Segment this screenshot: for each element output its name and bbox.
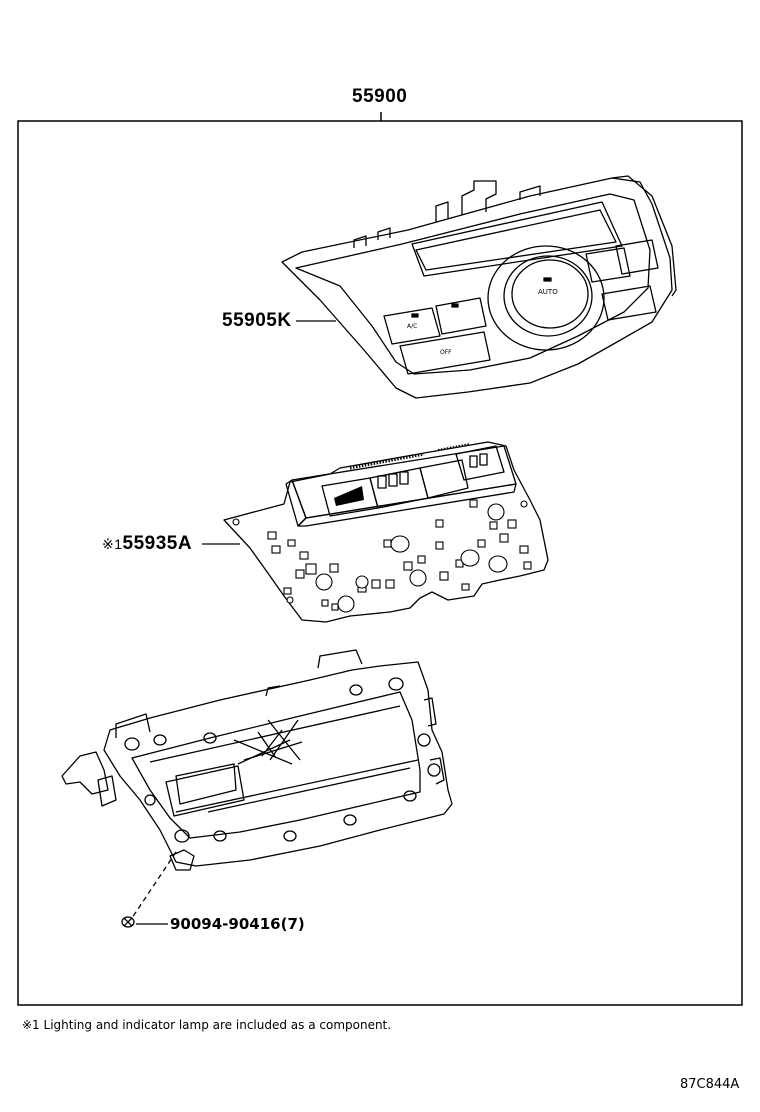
figure-code: 87C844A — [680, 1077, 740, 1092]
note-marker: ※1 — [102, 536, 123, 552]
control-panel-drawing — [281, 175, 677, 399]
screw-drawing — [121, 916, 135, 928]
assembly-part-number: 55900 — [352, 86, 408, 107]
part-number-55905K: 55905K — [222, 310, 292, 331]
circuit-board-drawing — [223, 441, 549, 623]
board-components — [232, 499, 532, 613]
fan-speed-bargraph — [334, 486, 364, 506]
button-label-off: OFF — [440, 349, 452, 356]
screw-dashed-line — [131, 851, 177, 919]
footnote: ※1 Lighting and indicator lamp are inclu… — [22, 1018, 392, 1032]
frame-bracket-drawing — [61, 649, 453, 871]
assembly-frame — [17, 120, 743, 1006]
part-number-90094-90416: 90094-90416(7) — [170, 915, 305, 933]
knob-label-auto: AUTO — [538, 288, 558, 296]
part-number-55935A: ※155935A — [102, 533, 192, 555]
part-number-text: 55935A — [122, 533, 193, 554]
button-label-ac: A/C — [407, 323, 417, 330]
